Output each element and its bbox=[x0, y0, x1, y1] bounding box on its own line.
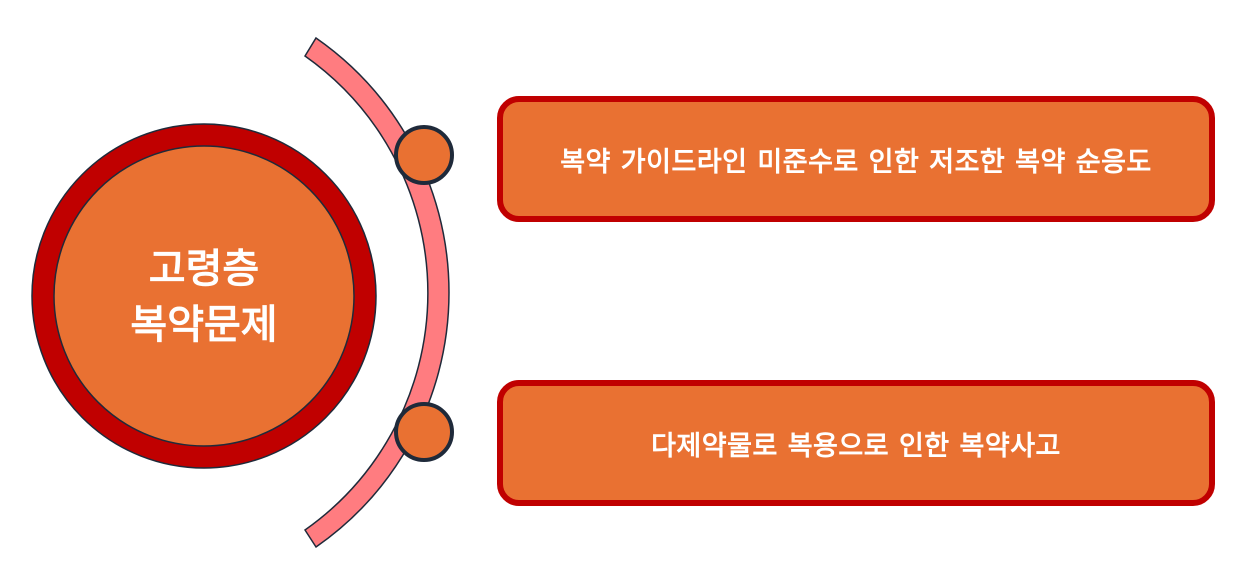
item-label-2: 다제약물로 복용으로 인한 복약사고 bbox=[651, 430, 1061, 462]
item-box-1: 복약 가이드라인 미준수로 인한 저조한 복약 순응도 bbox=[497, 96, 1215, 222]
item-label-1: 복약 가이드라인 미준수로 인한 저조한 복약 순응도 bbox=[560, 146, 1152, 178]
center-title-line2: 복약문제 bbox=[130, 302, 277, 348]
center-title-line1: 고령층 bbox=[149, 246, 259, 292]
item-box-2: 다제약물로 복용으로 인한 복약사고 bbox=[497, 380, 1215, 506]
connector-dot-1 bbox=[394, 125, 454, 185]
connector-dot-2 bbox=[394, 402, 454, 462]
center-circle-inner bbox=[53, 145, 355, 447]
